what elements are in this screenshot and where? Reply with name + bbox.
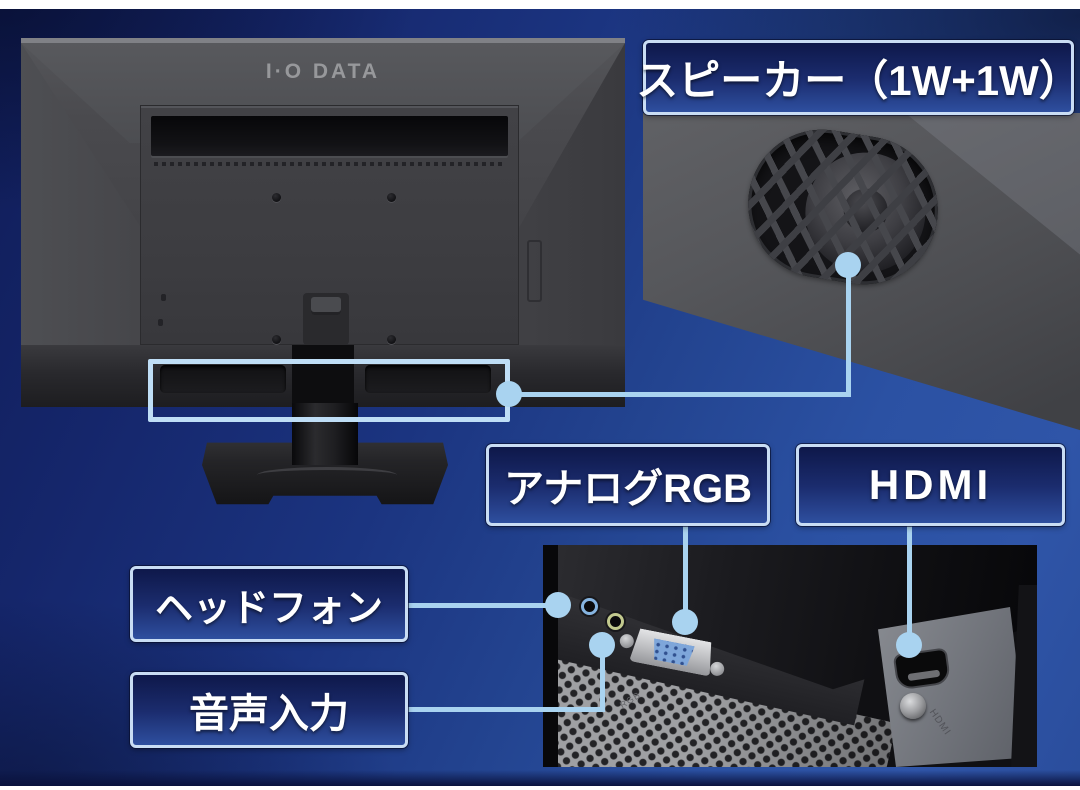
callout-dot-speaker bbox=[835, 252, 861, 278]
vent-holes bbox=[154, 162, 505, 166]
callout-line-audio-vertical bbox=[600, 645, 605, 712]
callout-line-headphone bbox=[407, 603, 549, 608]
chassis-edge bbox=[543, 545, 558, 767]
callout-dot-speaker-region bbox=[496, 381, 522, 407]
hdmi-label: HDMI bbox=[796, 444, 1065, 526]
stand-column bbox=[292, 403, 358, 465]
vesa-screw-hole bbox=[387, 335, 396, 344]
side-latch bbox=[527, 240, 542, 302]
vesa-screw-hole bbox=[272, 193, 281, 202]
callout-line-audio-horizontal bbox=[407, 707, 605, 712]
bottom-dark-band bbox=[0, 770, 1080, 786]
stand-hinge bbox=[303, 293, 349, 345]
speaker-region-outline bbox=[148, 359, 510, 422]
callout-line-speaker-vertical bbox=[846, 264, 851, 396]
panel-mark bbox=[158, 319, 163, 326]
analog-rgb-label: アナログRGB bbox=[486, 444, 770, 526]
vesa-mount-panel bbox=[140, 105, 519, 345]
callout-line-speaker-horizontal bbox=[508, 392, 851, 397]
callout-line-analog-rgb bbox=[683, 524, 688, 624]
stand-mount-column bbox=[292, 345, 354, 407]
chassis-screw bbox=[900, 693, 926, 719]
hdmi-recess bbox=[878, 607, 1028, 767]
panel-mark bbox=[161, 294, 166, 301]
speaker-slot-right bbox=[365, 365, 491, 393]
callout-dot-audio bbox=[589, 632, 615, 658]
top-white-margin bbox=[0, 0, 1080, 9]
audio-input-jack bbox=[607, 613, 624, 630]
monitor-edge-band bbox=[643, 299, 1080, 431]
callout-dot-headphone bbox=[545, 592, 571, 618]
speaker-slot-left bbox=[160, 365, 286, 393]
audio-input-label: 音声入力 bbox=[130, 672, 408, 748]
hdmi-contact bbox=[907, 669, 941, 681]
vesa-screw-hole bbox=[272, 335, 281, 344]
handle-slot bbox=[151, 116, 508, 156]
bottom-white-margin bbox=[0, 786, 1080, 790]
headphone-jack bbox=[581, 598, 598, 615]
callout-dot-analog-rgb bbox=[672, 609, 698, 635]
monitor-back-photo: I·O DATA bbox=[21, 38, 625, 407]
callout-line-hdmi bbox=[907, 524, 912, 646]
stand-base-groove bbox=[257, 467, 397, 483]
speaker-label: スピーカー（1W+1W） bbox=[636, 40, 1080, 115]
vesa-screw-hole bbox=[387, 193, 396, 202]
speaker-inset-photo bbox=[643, 113, 1080, 431]
callout-dot-hdmi bbox=[896, 632, 922, 658]
ports-inset-photo: RGB HDMI bbox=[543, 545, 1037, 767]
io-data-logo: I·O DATA bbox=[265, 60, 381, 83]
headphone-label: ヘッドフォン bbox=[130, 566, 408, 642]
cable-clip bbox=[311, 297, 341, 315]
